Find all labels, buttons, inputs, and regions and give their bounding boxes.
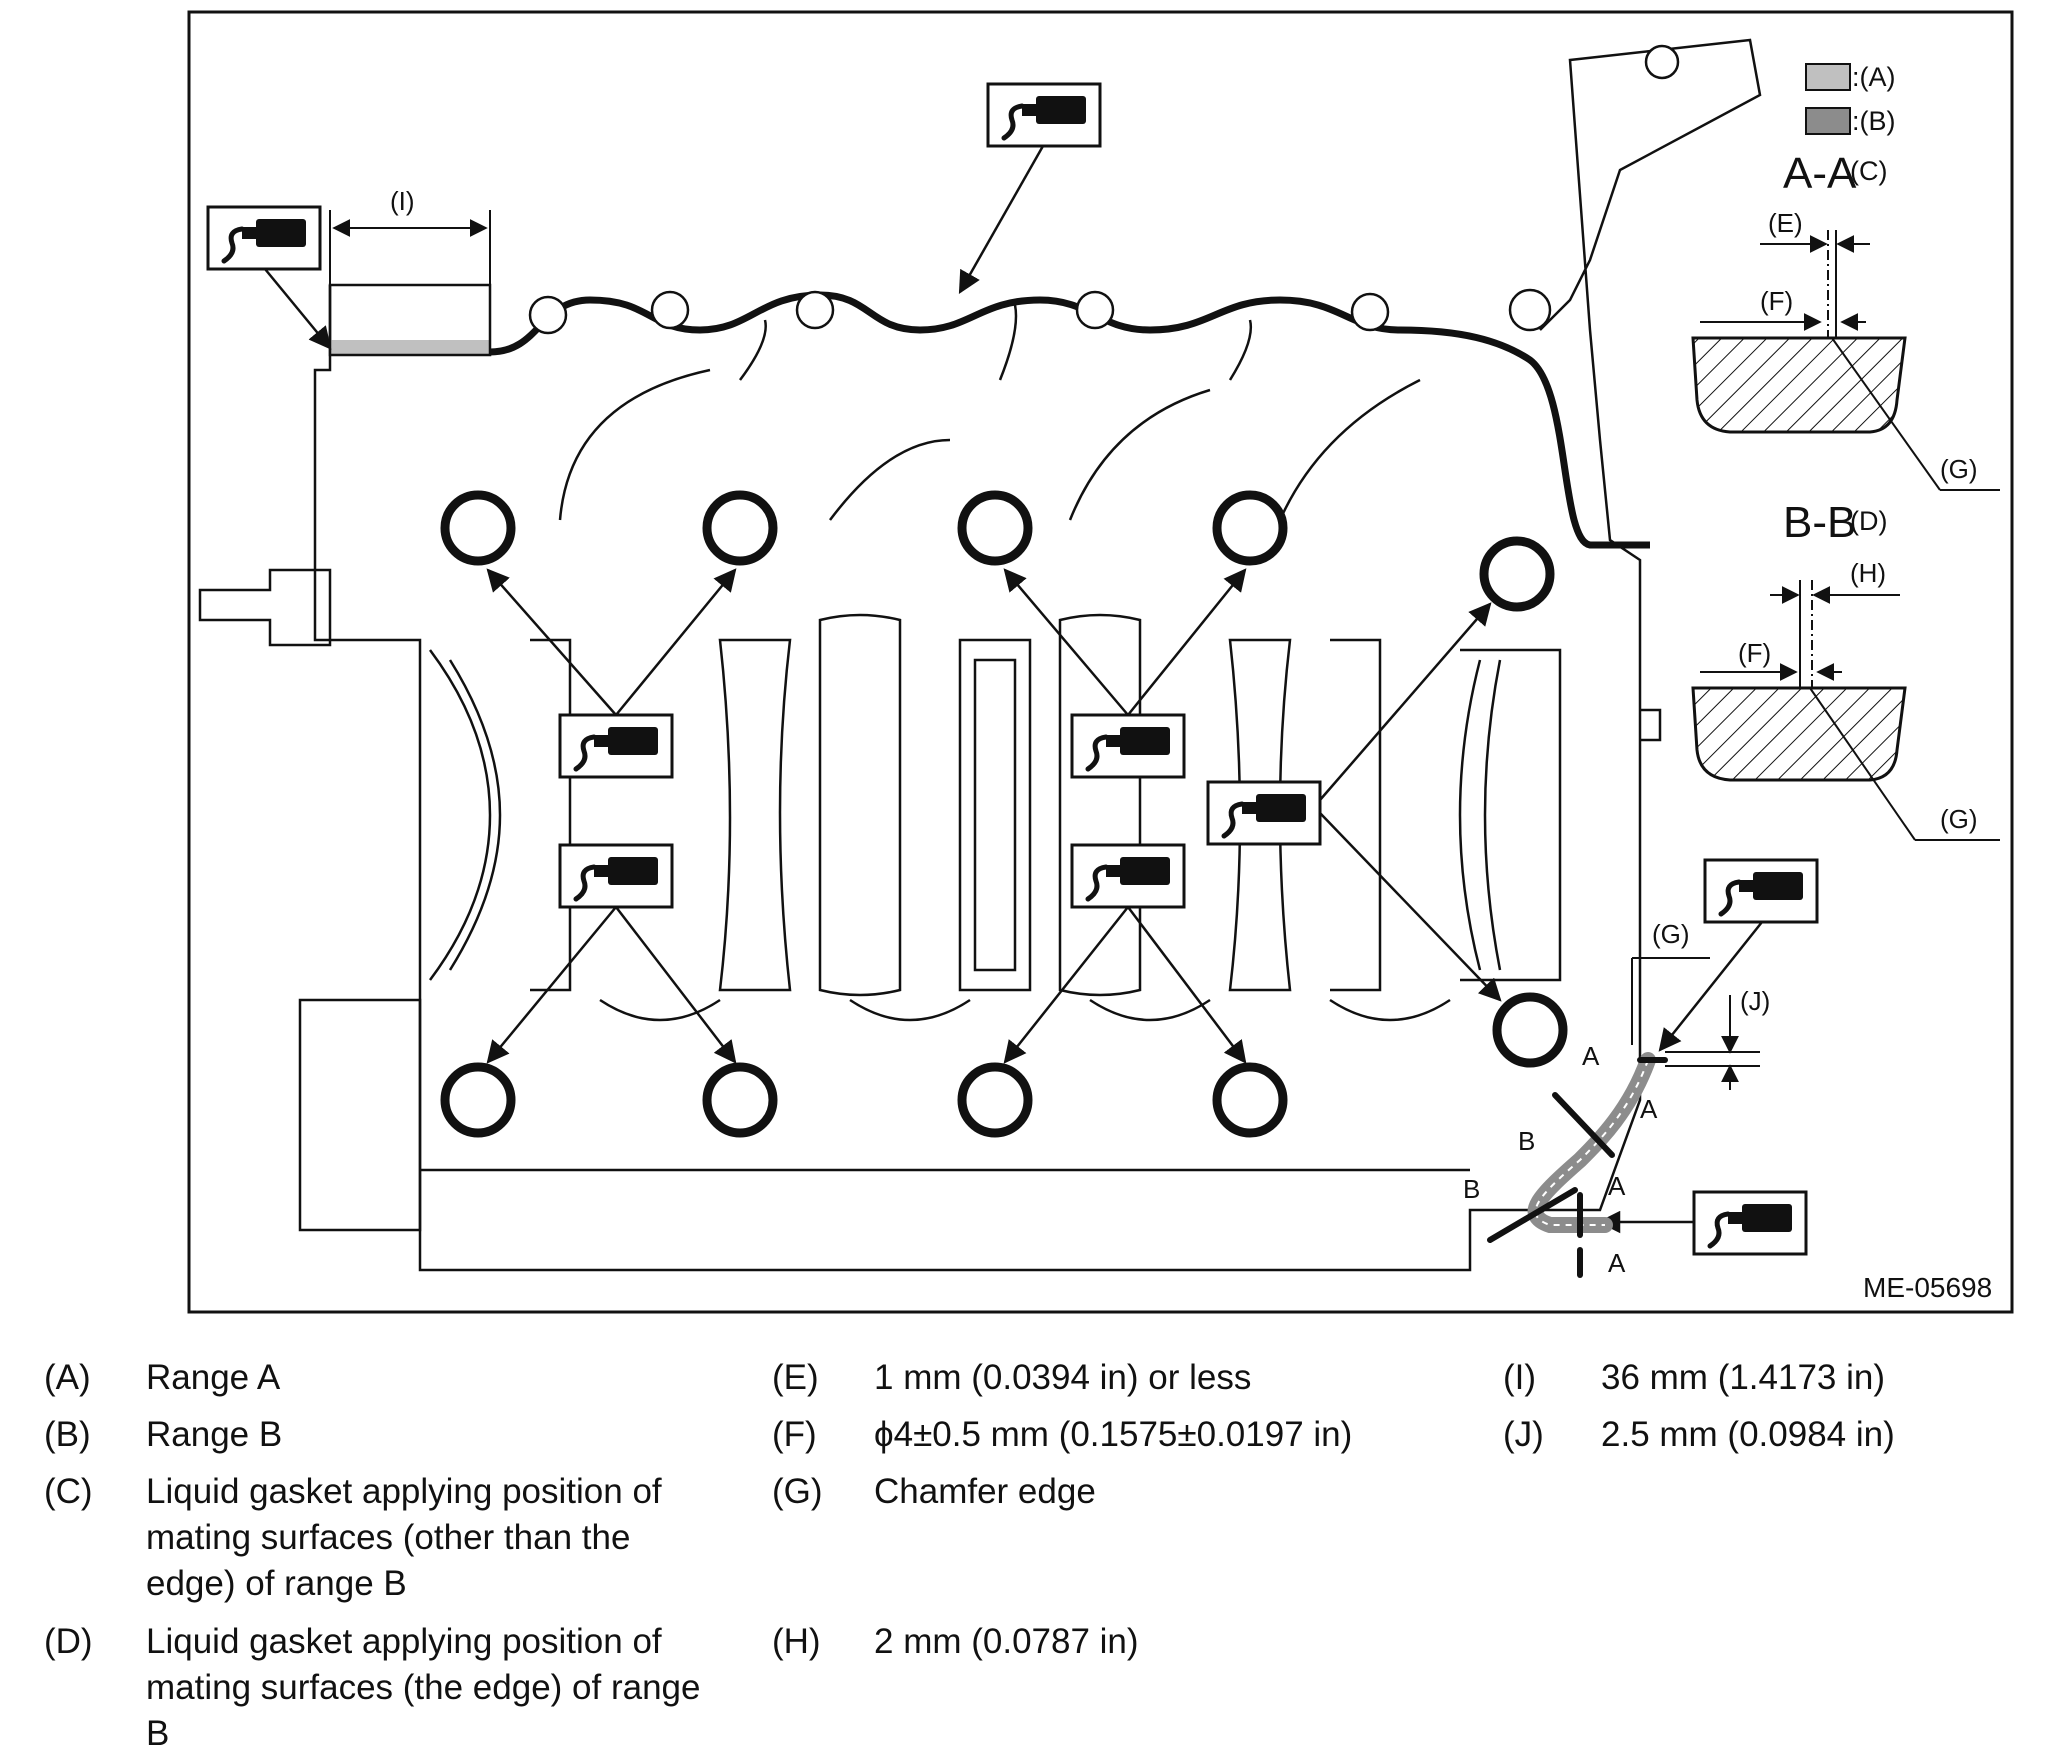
legend-key-b: (B) xyxy=(44,1415,91,1454)
liquid-gasket-icon xyxy=(1208,782,1320,844)
callout-g-main: (G) xyxy=(1652,919,1690,949)
section-aa-dims xyxy=(1700,230,2000,491)
gasket-bead xyxy=(489,291,1650,549)
leader-arrows xyxy=(264,145,1763,1234)
callout-e: (E) xyxy=(1768,208,1803,238)
dimension-j xyxy=(1631,957,1760,1090)
legend-text-e: 1 mm (0.0394 in) or less xyxy=(874,1358,1252,1397)
legend-key-i: (I) xyxy=(1503,1358,1537,1397)
svg-text:A: A xyxy=(1582,1041,1600,1071)
bolt-holes-top xyxy=(528,44,1680,335)
swatch-range-a xyxy=(1805,63,1851,91)
range-a-bead xyxy=(330,340,490,356)
callout-h: (H) xyxy=(1850,558,1886,588)
callout-g-aa: (G) xyxy=(1940,454,1978,484)
liquid-gasket-icon xyxy=(560,715,672,777)
callout-f-bb: (F) xyxy=(1738,638,1771,668)
svg-text:B: B xyxy=(1463,1174,1480,1204)
svg-text:A: A xyxy=(1608,1171,1626,1201)
swatch-range-b-label: :(B) xyxy=(1852,106,1896,136)
legend-key-f: (F) xyxy=(772,1415,817,1454)
legend-text-h: 2 mm (0.0787 in) xyxy=(874,1622,1139,1661)
legend: (A) Range A (B) Range B (C) Liquid gaske… xyxy=(0,1330,2045,1753)
section-bb-title: B-B xyxy=(1783,498,1856,547)
legend-text-j: 2.5 mm (0.0984 in) xyxy=(1601,1415,1895,1454)
section-aa-profile xyxy=(1691,336,1907,434)
section-bb-dims xyxy=(1700,580,2000,841)
legend-key-e: (E) xyxy=(772,1358,819,1397)
section-marks: A A A A B B xyxy=(1463,1041,1658,1278)
engine-block xyxy=(198,38,1762,1272)
dimension-i xyxy=(329,210,491,285)
callout-j: (J) xyxy=(1740,986,1770,1016)
legend-text-g: Chamfer edge xyxy=(874,1472,1096,1511)
liquid-gasket-icon xyxy=(988,84,1100,146)
liquid-gasket-icon xyxy=(1072,845,1184,907)
liquid-gasket-icon xyxy=(1072,715,1184,777)
figure-id: ME-05698 xyxy=(1863,1272,1992,1303)
callout-i: (I) xyxy=(390,186,415,216)
range-a-block xyxy=(328,283,492,357)
legend-text-i: 36 mm (1.4173 in) xyxy=(1601,1358,1886,1397)
legend-key-h: (H) xyxy=(772,1622,821,1661)
callout-f-aa: (F) xyxy=(1760,286,1793,316)
liquid-gasket-icon xyxy=(1694,1192,1806,1254)
cylinder-block-diagram: (I) A A A A B B (J) (G) :(A) :(B) A-A (C… xyxy=(187,10,2014,1314)
legend-text-a: Range A xyxy=(146,1358,281,1397)
svg-text:B: B xyxy=(1518,1126,1535,1156)
section-aa-ref: (C) xyxy=(1850,156,1887,186)
legend-key-j: (J) xyxy=(1503,1415,1544,1454)
legend-key-c: (C) xyxy=(44,1472,93,1511)
svg-text:A: A xyxy=(1608,1248,1626,1278)
section-bb-profile xyxy=(1691,686,1907,782)
callout-g-bb: (G) xyxy=(1940,804,1978,834)
liquid-gasket-icon xyxy=(208,207,320,269)
svg-text:A: A xyxy=(1640,1094,1658,1124)
liquid-gasket-icon xyxy=(1705,860,1817,922)
section-bb-ref: (D) xyxy=(1850,506,1887,536)
section-lines xyxy=(1487,1057,1668,1278)
liquid-gasket-icon xyxy=(560,845,672,907)
legend-text-c: Liquid gasket applying position of matin… xyxy=(146,1472,662,1603)
swatch-range-b xyxy=(1805,107,1851,135)
section-aa-title: A-A xyxy=(1783,149,1857,198)
legend-key-a: (A) xyxy=(44,1358,91,1397)
legend-text-b: Range B xyxy=(146,1415,283,1454)
swatch-range-a-label: :(A) xyxy=(1852,62,1896,92)
legend-text-d: Liquid gasket applying position of matin… xyxy=(146,1622,701,1753)
figure-frame xyxy=(187,10,2014,1314)
legend-key-d: (D) xyxy=(44,1622,93,1661)
legend-text-f: ϕ4±0.5 mm (0.1575±0.0197 in) xyxy=(874,1415,1353,1454)
bearing-bolts xyxy=(440,490,1568,1138)
legend-key-g: (G) xyxy=(772,1472,823,1511)
